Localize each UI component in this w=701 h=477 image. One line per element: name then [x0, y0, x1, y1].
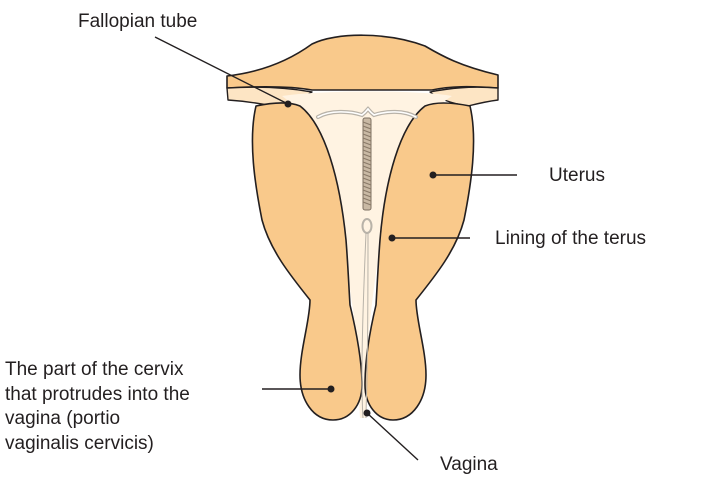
- label-cervix-part: The part of the cervix that protrudes in…: [5, 358, 190, 456]
- dot-uterus: [430, 172, 437, 179]
- label-lining: Lining of the terus: [495, 227, 646, 251]
- dot-lining: [389, 235, 396, 242]
- dot-fallopian-tube: [285, 101, 292, 108]
- label-fallopian-tube: Fallopian tube: [78, 10, 197, 34]
- uterine-fundus: [227, 35, 498, 90]
- label-uterus: Uterus: [549, 164, 605, 188]
- label-vagina: Vagina: [440, 453, 498, 477]
- dot-cervix: [328, 386, 335, 393]
- dot-vagina: [364, 410, 371, 417]
